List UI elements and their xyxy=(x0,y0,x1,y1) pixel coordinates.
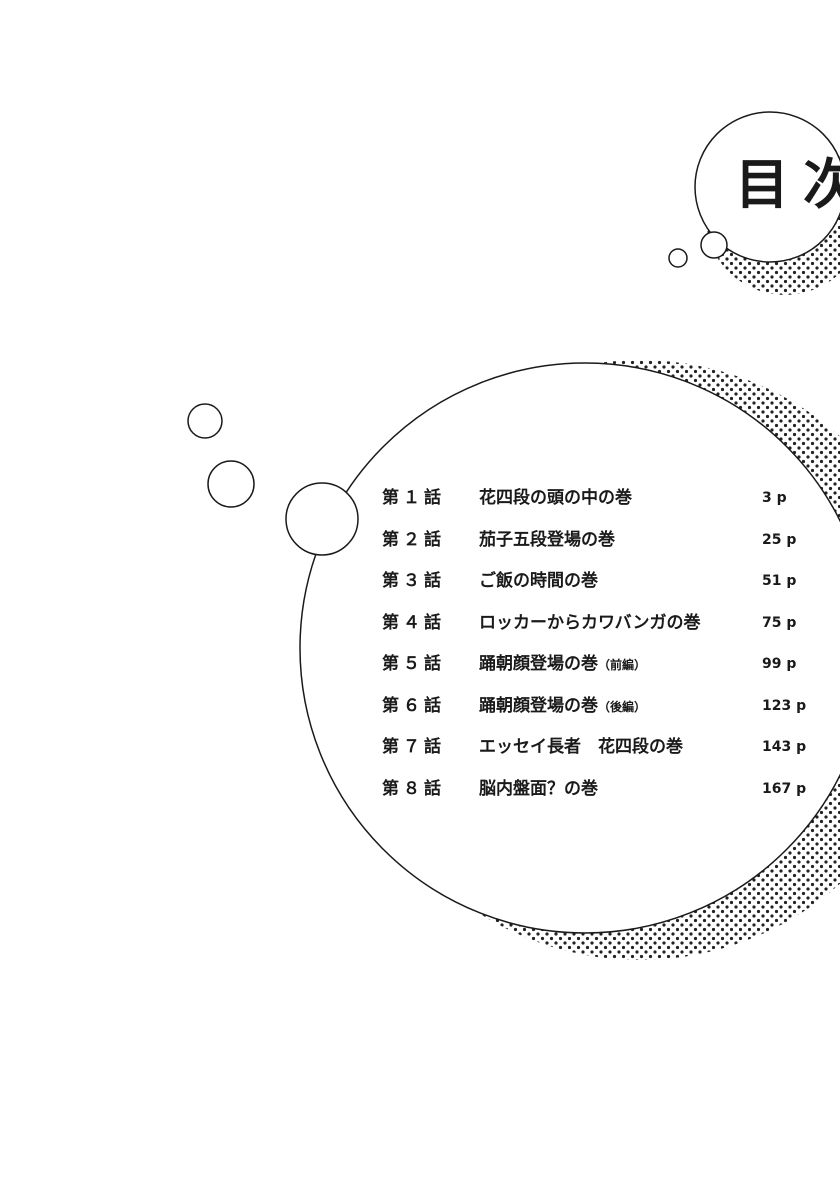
toc-entry-5[interactable]: 第５話 踊朝顔登場の巻（前編） 99 p xyxy=(382,649,822,691)
chapter-title: 踊朝顔登場の巻（前編） xyxy=(479,649,646,680)
main-bubble xyxy=(299,362,840,934)
chapter-page: 3 p xyxy=(762,490,787,506)
thought-bubble-small xyxy=(187,403,223,439)
chapter-page: 99 p xyxy=(762,656,797,672)
chapter-number: 第２話 xyxy=(382,529,445,550)
chapter-page: 51 p xyxy=(762,573,797,589)
thought-bubble-large xyxy=(285,482,359,556)
page-title: 目次 xyxy=(735,153,840,216)
toc-entry-4[interactable]: 第４話 ロッカーからカワバンガの巻 75 p xyxy=(382,608,822,650)
chapter-page: 123 p xyxy=(762,697,807,714)
title-bubble xyxy=(694,111,840,263)
chapter-title: エッセイ長者 花四段の巻 xyxy=(479,732,683,763)
chapter-title-main: 踊朝顔登場の巻 xyxy=(479,654,598,674)
chapter-page: 167 p xyxy=(762,780,807,797)
chapter-title: 花四段の頭の中の巻 xyxy=(479,483,632,514)
chapter-title: ロッカーからカワバンガの巻 xyxy=(479,608,701,639)
chapter-number: 第３話 xyxy=(382,571,445,591)
chapter-title-part: （前編） xyxy=(598,658,647,672)
title-bubble-small-2 xyxy=(668,248,688,268)
chapter-title-main: ご飯の時間の巻 xyxy=(479,571,598,591)
thought-bubble-medium xyxy=(207,460,255,508)
chapter-title-main: 踊朝顔登場の巻 xyxy=(479,695,598,716)
toc-entry-7[interactable]: 第７話 エッセイ長者 花四段の巻 143 p xyxy=(382,732,822,774)
chapter-number: 第７話 xyxy=(382,737,445,757)
chapter-title-main: 花四段の頭の中の巻 xyxy=(479,488,632,508)
toc-entry-2[interactable]: 第２話 茄子五段登場の巻 25 p xyxy=(382,525,822,567)
chapter-title: 脳内盤面？の巻 xyxy=(479,774,598,805)
chapter-page: 143 p xyxy=(762,739,807,755)
chapter-number: 第５話 xyxy=(382,654,445,674)
toc-entry-3[interactable]: 第３話 ご飯の時間の巻 51 p xyxy=(382,566,822,608)
chapter-title: 茄子五段登場の巻 xyxy=(479,525,615,556)
chapter-page: 75 p xyxy=(762,614,797,631)
chapter-title: 踊朝顔登場の巻（後編） xyxy=(479,691,646,722)
chapter-title-main: 茄子五段登場の巻 xyxy=(479,529,615,550)
title-bubble-small-1 xyxy=(700,231,728,259)
chapter-title-part: （後編） xyxy=(598,699,647,714)
table-of-contents: 第１話 花四段の頭の中の巻 3 p 第２話 茄子五段登場の巻 25 p 第３話 … xyxy=(382,483,822,815)
chapter-number: 第４話 xyxy=(382,612,445,633)
chapter-title: ご飯の時間の巻 xyxy=(479,566,598,597)
toc-entry-6[interactable]: 第６話 踊朝顔登場の巻（後編） 123 p xyxy=(382,691,822,733)
chapter-title-main: エッセイ長者 花四段の巻 xyxy=(479,737,683,757)
chapter-page: 25 p xyxy=(762,531,797,548)
chapter-number: 第６話 xyxy=(382,695,445,716)
chapter-title-main: 脳内盤面？の巻 xyxy=(479,778,598,799)
toc-entry-1[interactable]: 第１話 花四段の頭の中の巻 3 p xyxy=(382,483,822,525)
chapter-number: 第８話 xyxy=(382,778,445,799)
chapter-title-main: ロッカーからカワバンガの巻 xyxy=(479,612,701,633)
chapter-number: 第１話 xyxy=(382,488,445,508)
toc-entry-8[interactable]: 第８話 脳内盤面？の巻 167 p xyxy=(382,774,822,816)
